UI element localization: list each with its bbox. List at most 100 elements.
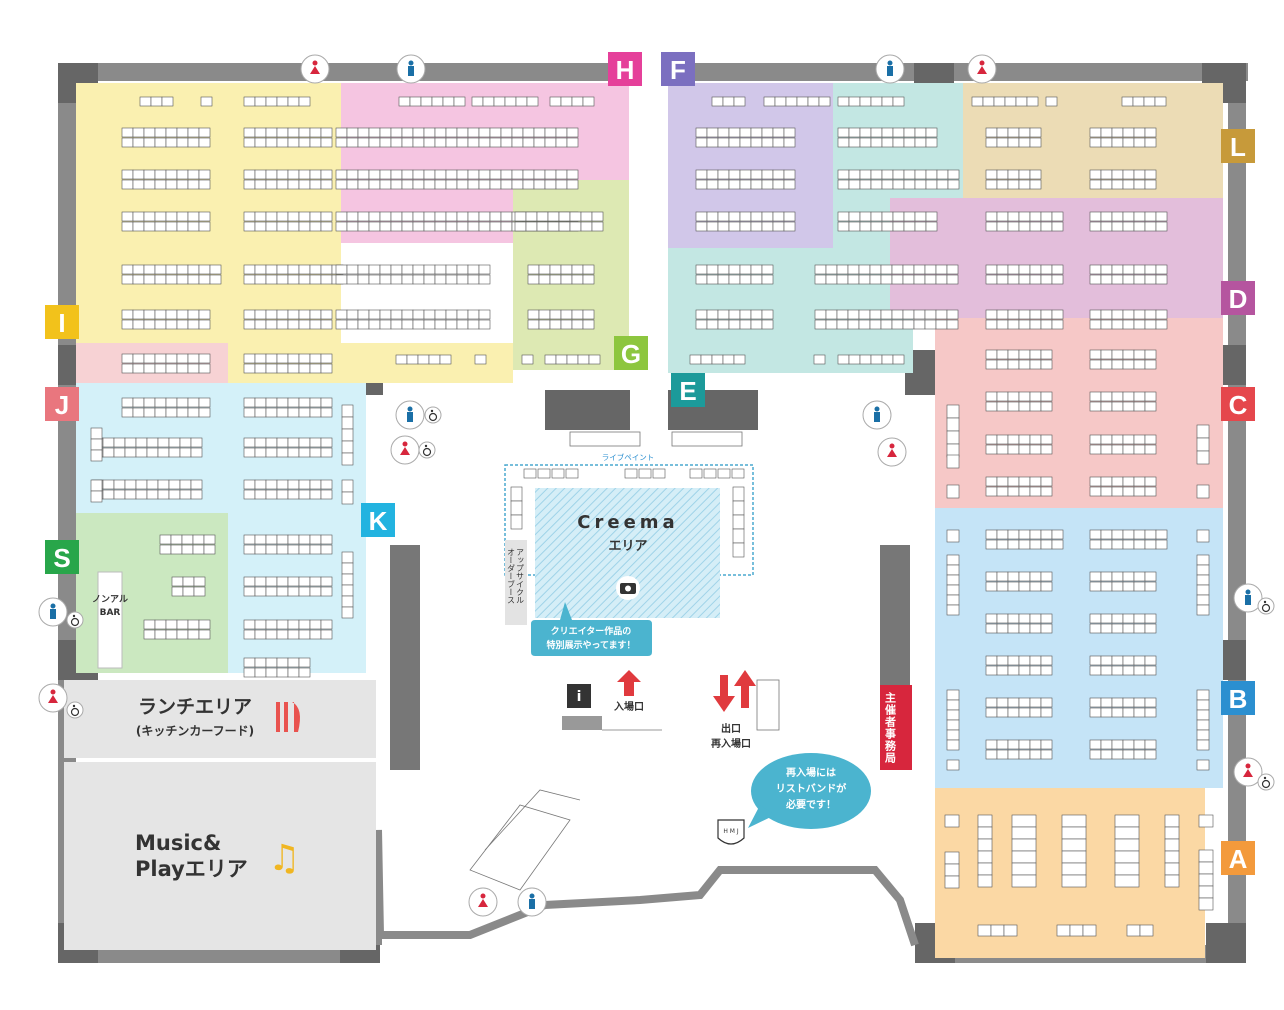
- booth-cell: [761, 137, 774, 148]
- booth-cell: [143, 137, 156, 148]
- booth-cell: [732, 500, 745, 516]
- booth-cell: [1007, 401, 1020, 412]
- booth-cell: [825, 264, 838, 275]
- booth-cell: [265, 667, 278, 678]
- booth-cell: [190, 479, 203, 490]
- booth-cell: [1089, 221, 1102, 232]
- booth-cell: [1133, 749, 1146, 760]
- booth-cell: [544, 137, 557, 148]
- booth-cell: [836, 309, 849, 320]
- booth-cell: [706, 264, 719, 275]
- booth-cell: [560, 274, 573, 285]
- booth-cell: [265, 586, 278, 597]
- booth-cell: [1040, 571, 1053, 582]
- booth-cell: [298, 221, 311, 232]
- booth-cell: [996, 359, 1009, 370]
- booth-cell: [423, 169, 436, 180]
- booth-cell: [346, 169, 359, 180]
- booth-cell: [783, 221, 796, 232]
- booth-cell: [341, 452, 354, 466]
- booth-cell: [996, 739, 1009, 750]
- booth-cell: [121, 264, 134, 275]
- booth-cell: [423, 319, 436, 330]
- booth-cell: [146, 489, 159, 500]
- booth-cell: [135, 447, 148, 458]
- booth-cell: [287, 534, 300, 545]
- booth-cell: [1007, 221, 1020, 232]
- booth-cell: [168, 479, 181, 490]
- booth-cell: [1045, 96, 1058, 107]
- booth-cell: [944, 863, 960, 877]
- booth-cell: [357, 127, 370, 138]
- booth-cell: [265, 407, 278, 418]
- booth-cell: [198, 274, 211, 285]
- booth-cell: [1111, 169, 1124, 180]
- booth-cell: [121, 211, 134, 222]
- booth-cell: [1007, 137, 1020, 148]
- booth-cell: [1122, 529, 1135, 540]
- booth-cell: [309, 309, 322, 320]
- booth-cell: [1040, 739, 1053, 750]
- booth-cell: [695, 309, 708, 320]
- booth-cell: [903, 179, 916, 190]
- booth-cell: [276, 479, 289, 490]
- booth-cell: [132, 221, 145, 232]
- booth-cell: [265, 264, 278, 275]
- booth-cell: [985, 359, 998, 370]
- booth-cell: [750, 179, 763, 190]
- booth-cell: [320, 211, 333, 222]
- booth-cell: [1007, 169, 1020, 180]
- booth-cell: [750, 127, 763, 138]
- booth-cell: [739, 274, 752, 285]
- booth-cell: [243, 274, 256, 285]
- booth-cell: [357, 274, 370, 285]
- booth-cell: [695, 211, 708, 222]
- booth-cell: [254, 657, 267, 668]
- booth-cell: [996, 476, 1009, 487]
- booth-cell: [1111, 444, 1124, 455]
- booth-cell: [1007, 359, 1020, 370]
- booth-cell: [341, 573, 354, 586]
- booth-cell: [728, 221, 741, 232]
- booth-cell: [203, 534, 216, 545]
- booth-cell: [368, 309, 381, 320]
- booth-cell: [150, 96, 163, 107]
- booth-cell: [624, 468, 638, 479]
- booth-cell: [1122, 137, 1135, 148]
- booth-cell: [825, 274, 838, 285]
- booth-cell: [732, 528, 745, 544]
- booth-cell: [1007, 434, 1020, 445]
- booth-cell: [198, 319, 211, 330]
- booth-cell: [276, 264, 289, 275]
- booth-cell: [265, 619, 278, 630]
- booth-cell: [1144, 476, 1157, 487]
- booth-cell: [837, 354, 850, 365]
- booth-cell: [1100, 211, 1113, 222]
- booth-cell: [154, 319, 167, 330]
- booth-cell: [1018, 137, 1031, 148]
- booth-cell: [571, 96, 584, 107]
- booth-cell: [276, 407, 289, 418]
- booth-cell: [772, 169, 785, 180]
- booth-cell: [859, 179, 872, 190]
- booth-cell: [510, 500, 523, 516]
- booth-cell: [157, 447, 170, 458]
- booth-cell: [500, 127, 513, 138]
- booth-cell: [946, 689, 960, 701]
- booth-cell: [1122, 127, 1135, 138]
- booth-cell: [187, 264, 200, 275]
- booth-cell: [132, 169, 145, 180]
- booth-cell: [243, 534, 256, 545]
- booth-cell: [276, 657, 289, 668]
- booth-cell: [1144, 309, 1157, 320]
- booth-cell: [154, 169, 167, 180]
- booth-cell: [335, 319, 348, 330]
- booth-cell: [165, 211, 178, 222]
- booth-cell: [1133, 211, 1146, 222]
- booth-cell: [187, 619, 200, 630]
- booth-cell: [456, 309, 469, 320]
- booth-cell: [1111, 359, 1124, 370]
- booth-cell: [1155, 274, 1168, 285]
- booth-cell: [985, 539, 998, 550]
- booth-cell: [1089, 264, 1102, 275]
